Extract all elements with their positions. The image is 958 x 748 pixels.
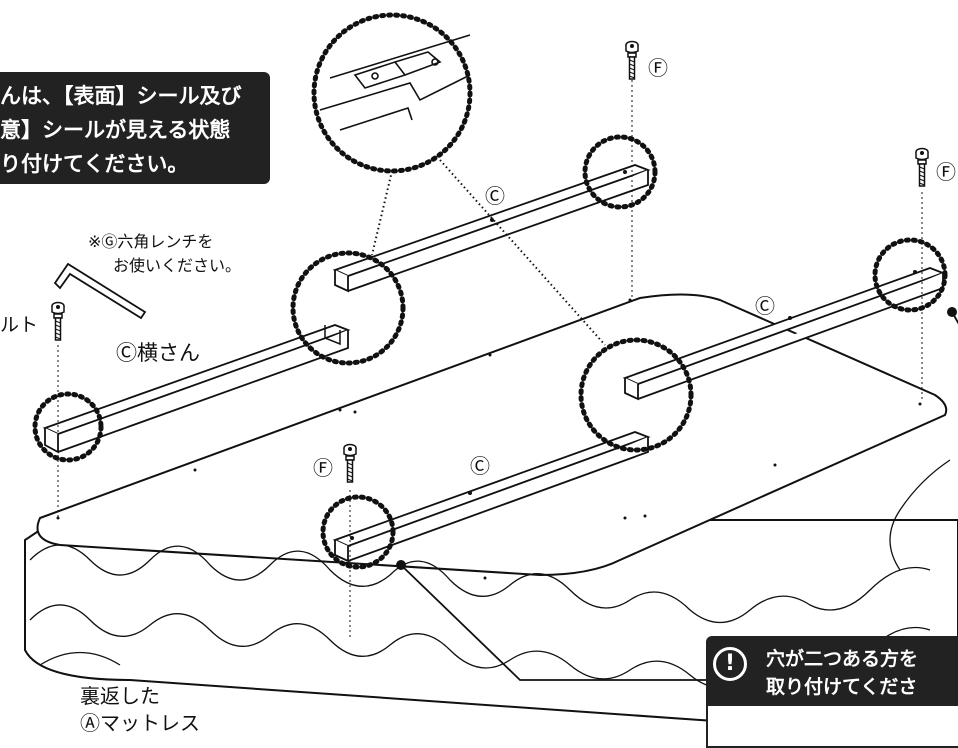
- detail-circle-center-joint: [578, 337, 694, 453]
- zoom-detail: [319, 34, 471, 131]
- mattress-label-line-2: Ⓐマットレス: [80, 711, 200, 735]
- detail-circle-front: [320, 494, 396, 570]
- crossbar-front: [332, 431, 651, 563]
- part-f-label-front: Ⓕ: [313, 456, 333, 480]
- crossbar-label: Ⓒ横さん: [116, 341, 200, 365]
- part-c-label-top: Ⓒ: [485, 184, 505, 208]
- bolt-icon: [51, 301, 65, 341]
- detail-circle-bolt-left: [32, 391, 104, 463]
- part-f-label-right: Ⓕ: [936, 160, 956, 184]
- exclamation-icon: !: [713, 647, 747, 681]
- tool-note-line-1: ※Ⓖ六角レンチを: [88, 232, 214, 251]
- tool-note-line-2: お使いください。: [113, 256, 242, 275]
- warning-line-1: 穴が二つある方を: [766, 648, 919, 670]
- pointer-line: [400, 564, 706, 681]
- instruction-note-line-2: 意】シールが見える状態: [0, 118, 231, 142]
- hex-wrench-icon: [53, 262, 147, 320]
- part-c-label-front: Ⓒ: [470, 454, 490, 478]
- instruction-note-line-1: んは、【表面】シール及び: [0, 84, 242, 108]
- pointer-line-right: [951, 311, 958, 325]
- warning-box: [706, 636, 958, 706]
- warning-line-2: 取り付けてくださ: [766, 676, 918, 698]
- bolt-icon: [625, 40, 639, 80]
- quilt-pattern: [29, 459, 951, 688]
- crossbar-left: [42, 324, 351, 454]
- crossbar-top: [332, 164, 651, 293]
- bolt-icon: [915, 147, 929, 187]
- part-c-label-right: Ⓒ: [755, 294, 775, 318]
- part-f-label-top: Ⓕ: [648, 56, 668, 80]
- detail-circle-left-joint: [290, 250, 406, 366]
- warning-detail-panel: [706, 706, 958, 748]
- instruction-note-line-3: り付けてください。: [0, 152, 189, 176]
- zoom-leader-line: [371, 159, 606, 346]
- detail-circle-top-right: [582, 134, 658, 210]
- bolt-label: ルト: [0, 314, 39, 336]
- instruction-note-box: [0, 72, 270, 184]
- mattress-label-line-1: 裏返した: [80, 684, 160, 708]
- zoom-circle: [311, 12, 473, 174]
- detail-circle-right: [872, 237, 948, 313]
